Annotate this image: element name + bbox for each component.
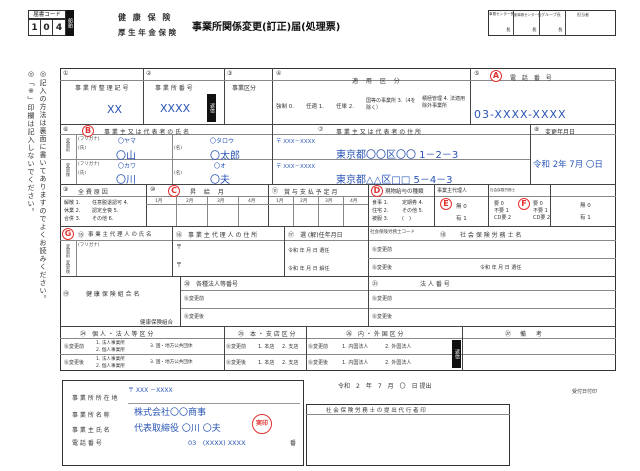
new-sei[interactable]: 〇川: [116, 175, 136, 186]
new-kana-sei[interactable]: 〇カワ: [118, 163, 137, 170]
sharoshi-label: 社 会 保 険 労 務 士 名: [460, 232, 522, 239]
seiri-label: 事 業 所 整 理 記 号: [75, 85, 129, 92]
tekiyo-opt-0[interactable]: 強制 0.: [276, 104, 294, 110]
marker-d: D: [371, 185, 383, 197]
old-mei[interactable]: 〇太郎: [210, 151, 240, 162]
sharoshi-code-label: 社会保険労務士コード: [370, 230, 415, 235]
tel-label: 電 話 番 号: [510, 75, 554, 82]
jigyounushi-label: 事業主代理人: [437, 188, 468, 194]
new-addr[interactable]: 東京都△△区□□ 5－4－3: [336, 175, 453, 186]
row-label-before: 変更前: [65, 138, 70, 152]
footer-owner[interactable]: 代表取締役 〇川 〇夫: [134, 424, 221, 434]
new-kana-mei[interactable]: 〇オ: [214, 163, 227, 170]
agent-addr-label: 事 業 主 代 理 人 の 住 所: [188, 232, 258, 239]
owner-name-label: 事 業 主 又 は 代 表 者 の 氏 名: [104, 129, 190, 136]
form-title: 事業所関係変更(訂正)届(処理票): [192, 22, 341, 33]
gencho-tag: 返信: [207, 94, 216, 122]
approval-box: [488, 10, 616, 36]
agent-name-label: 事 業 主 代 理 人 の 氏 名: [88, 232, 152, 238]
change-date-label: 変更年月日: [545, 129, 576, 136]
side-note-2: ◎「※」印欄は記入しないでください。: [27, 70, 35, 216]
genbutsu-label: 現物給与の種類: [385, 189, 424, 195]
biko-label: 備 考: [520, 331, 546, 338]
marker-b: B: [82, 125, 94, 137]
sanpu-label: 社会保険労務士: [490, 188, 516, 192]
new-zip[interactable]: 〒 XXX－XXXX: [276, 164, 316, 170]
marker-e: E: [440, 198, 452, 210]
old-sei[interactable]: 〇山: [116, 151, 136, 162]
submit-date: 令和 2 年 7 月 〇 日 提出: [338, 383, 432, 390]
approval-label-3: 担当者: [577, 12, 589, 17]
new-mei[interactable]: 〇夫: [210, 175, 230, 186]
bango-label: 事 業 所 番 号: [155, 85, 193, 92]
marker-a: A: [490, 70, 502, 82]
marker-f: F: [518, 198, 530, 210]
old-kana-mei[interactable]: 〇タロウ: [210, 138, 235, 145]
seal-stamp: 実印: [252, 414, 272, 434]
side-note-1: ◎記入の方法は裏面に書いてありますのでよくお読みください。: [39, 70, 47, 303]
footer-company[interactable]: 株式会社〇〇商事: [134, 408, 207, 418]
approval-label-1: 副事務センター長: [514, 13, 542, 17]
marker-g: G: [62, 228, 74, 240]
tekiyo-label: 適 用 区 分: [352, 78, 403, 85]
kenzen-label: 全 費 原 因: [78, 189, 108, 196]
main-form: [60, 68, 616, 371]
owner-addr-label: 事 業 主 又 は 代 表 者 の 住 所: [336, 129, 422, 136]
seikyu-label: 各種法人等番号: [196, 281, 239, 288]
shoin-label: 法 人 番 号: [420, 281, 450, 288]
tekiyo-opt-2[interactable]: 任単 2.: [336, 104, 354, 110]
tekiyo-opt-3[interactable]: 国等の事業所 3.（4を除く）: [366, 98, 416, 111]
approval-label-0: 事務センター長: [489, 12, 515, 16]
office-code-digit-2: 4: [52, 19, 66, 36]
footer-name-label: 事 業 所 名 称: [72, 412, 110, 419]
marker-c: C: [168, 185, 180, 197]
old-kana-sei[interactable]: 〇ヤマ: [118, 138, 137, 145]
kyuyo-label: 昇 給 月: [190, 189, 227, 196]
insurance-pension-label: 厚 生 年 金 保 険: [118, 28, 177, 37]
tekiyo-opt-1[interactable]: 任適 1.: [306, 104, 324, 110]
kojin-label: 個 人 ・ 法 人 等 区 分: [92, 331, 154, 338]
footer-tel[interactable]: 03 (XXXX) XXXX: [188, 439, 246, 447]
tekiyo-opt-4[interactable]: 積極管理 4. 法適用除外事業所: [422, 96, 465, 109]
footer-zip[interactable]: 〒 XXX －XXXX: [128, 387, 173, 394]
insurance-health-label: 健 康 保 険: [118, 13, 173, 22]
office-code-label: 届書コード: [33, 12, 61, 18]
kubun-label: 事業区分: [232, 85, 257, 92]
row-label-after: 変更後: [65, 163, 70, 177]
shoyo-label: 賞 与 支 払 予 定 月: [284, 189, 338, 196]
old-zip[interactable]: 〒 XXX－XXXX: [276, 139, 316, 145]
change-date-value[interactable]: 令和 2年 7月 〇日: [533, 160, 603, 170]
kumiai-label: 健康保険組合: [140, 320, 174, 326]
gencho-tag-2: 返信: [452, 340, 461, 368]
sharoshi-box: [306, 404, 510, 466]
kenpo-label: 健 康 保 険 組 合 名: [86, 291, 140, 298]
office-code-box: 届書コード: [28, 10, 66, 19]
sharoshi-footer-label: 社 会 保 険 労 務 士 の 提 出 代 行 者 印: [326, 408, 426, 414]
old-addr[interactable]: 東京都〇〇区〇〇 1－2－3: [336, 150, 459, 161]
submitter-box: [62, 380, 304, 466]
agent-date-label: 選 (解)任年月日: [300, 232, 343, 239]
office-code-tag: 船舶: [66, 10, 74, 36]
tel-value[interactable]: 03-XXXX-XXXX: [474, 108, 567, 121]
uketsuke-label: 受付日付印: [572, 389, 598, 395]
naigai-label: 内 ・ 外 国 区 分: [358, 331, 404, 338]
bango-value[interactable]: XXXX: [160, 102, 191, 115]
honshi-label: 本 ・ 支 店 区 分: [250, 331, 296, 338]
footer-addr-label: 事 業 所 所 在 地: [72, 395, 118, 402]
seiri-value[interactable]: XX: [107, 103, 123, 116]
footer-tel-label: 電 話 番 号: [72, 440, 102, 447]
footer-owner-label: 事 業 主 氏 名: [72, 427, 110, 434]
approval-label-2: グループ長: [541, 12, 561, 17]
